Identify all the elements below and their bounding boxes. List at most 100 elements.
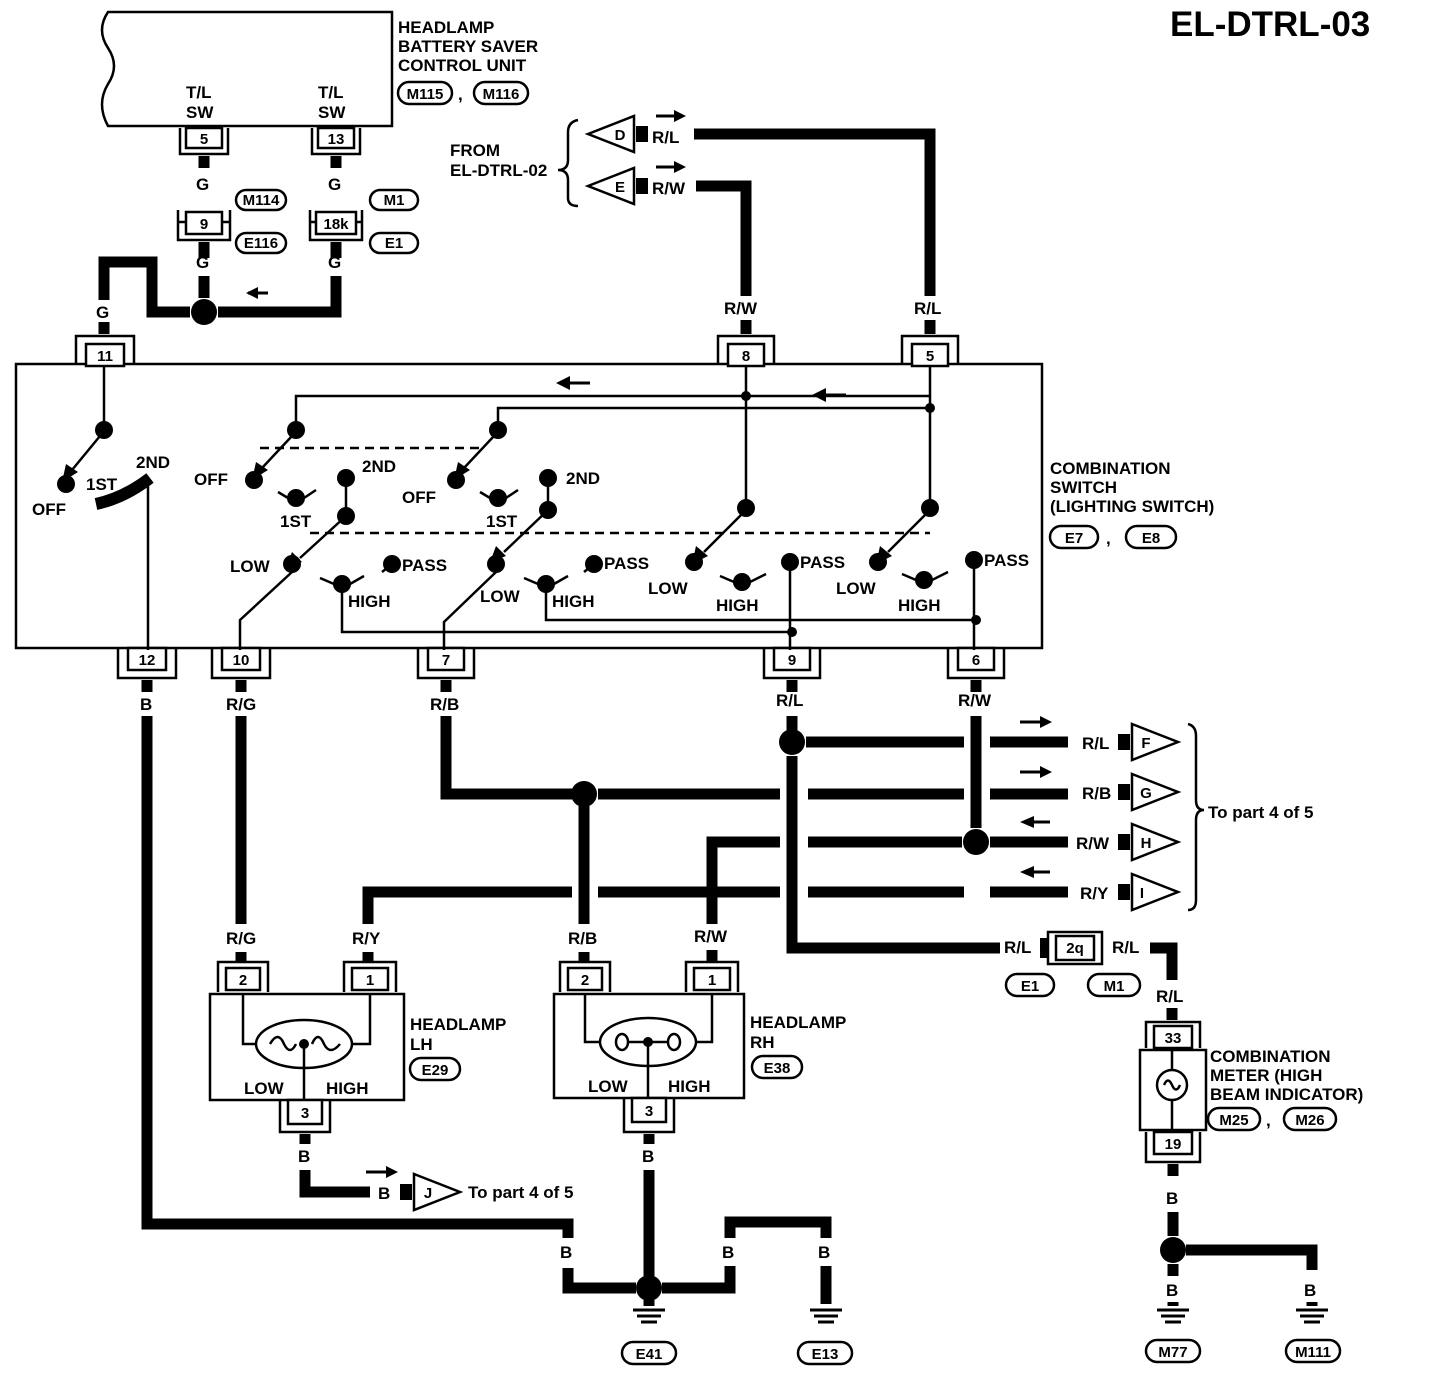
svg-text:LOW: LOW — [230, 557, 271, 576]
svg-text:PASS: PASS — [604, 554, 649, 573]
svg-text:11: 11 — [97, 348, 113, 365]
svg-text:E116: E116 — [244, 235, 278, 252]
svg-text:M114: M114 — [243, 192, 280, 209]
svg-text:R/L: R/L — [1082, 734, 1109, 753]
svg-text:LOW: LOW — [648, 579, 689, 598]
svg-text:3: 3 — [301, 1105, 309, 1122]
svg-text:M26: M26 — [1295, 1112, 1324, 1129]
svg-text:2: 2 — [239, 972, 247, 989]
svg-text:PASS: PASS — [800, 553, 845, 572]
headlamp-lh: 2 1 LOW HIGH 3 — [208, 960, 406, 1134]
svg-text:PASS: PASS — [402, 556, 447, 575]
control-unit-name-2: BATTERY SAVER — [398, 37, 538, 56]
svg-text:R/G: R/G — [226, 695, 256, 714]
svg-text:,: , — [1106, 529, 1111, 548]
svg-text:R/L: R/L — [1004, 938, 1031, 957]
combination-switch: 11 8 5 12 10 7 9 6 — [14, 334, 1044, 680]
headlamp-rh-name-1: HEADLAMP — [750, 1013, 846, 1032]
svg-text:B: B — [298, 1147, 310, 1166]
svg-text:E1: E1 — [1021, 978, 1039, 995]
svg-text:HIGH: HIGH — [898, 596, 941, 615]
ground-e13: E13 — [796, 1308, 854, 1366]
svg-text:LOW: LOW — [244, 1079, 285, 1098]
svg-text:I: I — [1140, 885, 1144, 902]
control-unit-name-3: CONTROL UNIT — [398, 56, 527, 75]
svg-text:R/W: R/W — [724, 299, 758, 318]
svg-text:D: D — [615, 127, 626, 144]
svg-text:HIGH: HIGH — [348, 592, 391, 611]
svg-text:E29: E29 — [422, 1062, 449, 1079]
svg-text:LOW: LOW — [480, 587, 521, 606]
headlamp-rh: 2 1 LOW HIGH 3 — [552, 960, 746, 1134]
from-reference: FROM EL-DTRL-02 D E R/L R/W — [450, 110, 686, 208]
svg-text:E1: E1 — [385, 235, 403, 252]
svg-text:B: B — [722, 1243, 734, 1262]
svg-text:1: 1 — [708, 972, 716, 989]
svg-text:M1: M1 — [1104, 978, 1125, 995]
svg-text:1ST: 1ST — [280, 512, 312, 531]
svg-text:M111: M111 — [1295, 1344, 1331, 1361]
svg-text:E: E — [615, 179, 625, 196]
svg-text:R/W: R/W — [1076, 834, 1110, 853]
svg-text:EL-DTRL-02: EL-DTRL-02 — [450, 161, 547, 180]
svg-text:R/B: R/B — [568, 929, 597, 948]
ground-m77: M77 — [1144, 1308, 1202, 1364]
svg-text:HIGH: HIGH — [668, 1077, 711, 1096]
headlamp-rh-name-2: RH — [750, 1033, 775, 1052]
svg-text:M25: M25 — [1219, 1112, 1248, 1129]
svg-text:2: 2 — [581, 972, 589, 989]
combination-meter: 33 19 — [1138, 1020, 1208, 1164]
page-id: EL-DTRL-03 — [1170, 5, 1370, 44]
svg-text:R/G: R/G — [226, 929, 256, 948]
svg-text:7: 7 — [442, 652, 450, 669]
control-unit-pins: 5 13 — [178, 126, 362, 156]
combination-meter-name-3: BEAM INDICATOR) — [1210, 1085, 1363, 1104]
svg-text:B: B — [1304, 1281, 1316, 1300]
svg-text:18k: 18k — [323, 216, 349, 233]
svg-text:3: 3 — [645, 1103, 653, 1120]
svg-text:LOW: LOW — [588, 1077, 629, 1096]
svg-text:HIGH: HIGH — [716, 596, 759, 615]
svg-text:H: H — [1141, 835, 1152, 852]
to-part-label: To part 4 of 5 — [1208, 803, 1313, 822]
svg-text:B: B — [818, 1243, 830, 1262]
svg-text:B: B — [378, 1184, 390, 1203]
svg-text:E7: E7 — [1065, 530, 1083, 547]
combination-meter-name-1: COMBINATION — [1210, 1047, 1331, 1066]
svg-text:G: G — [96, 303, 109, 322]
svg-text:9: 9 — [200, 216, 208, 233]
svg-text:M1: M1 — [384, 192, 405, 209]
svg-text:T/L: T/L — [318, 83, 344, 102]
svg-text:1ST: 1ST — [486, 512, 518, 531]
svg-text:6: 6 — [972, 652, 980, 669]
junction-connector-right: 18k M1 E1 — [308, 188, 420, 255]
svg-text:2q: 2q — [1066, 940, 1084, 957]
svg-text:PASS: PASS — [984, 551, 1029, 570]
svg-text:OFF: OFF — [32, 500, 66, 519]
svg-text:B: B — [1166, 1281, 1178, 1300]
svg-text:SW: SW — [318, 103, 346, 122]
svg-text:12: 12 — [139, 652, 156, 669]
svg-text:5: 5 — [200, 131, 208, 148]
svg-text:M77: M77 — [1158, 1344, 1187, 1361]
ground-e41: E41 — [620, 1308, 678, 1366]
svg-text:HIGH: HIGH — [326, 1079, 369, 1098]
control-unit-connector-2: M116 — [483, 86, 520, 103]
svg-text:R/W: R/W — [652, 179, 686, 198]
svg-text:5: 5 — [926, 348, 934, 365]
svg-text:R/Y: R/Y — [1080, 884, 1109, 903]
svg-text:G: G — [328, 175, 341, 194]
svg-text:10: 10 — [233, 652, 250, 669]
svg-text:LOW: LOW — [836, 579, 877, 598]
svg-text:8: 8 — [742, 348, 750, 365]
battery-saver-control-unit: HEADLAMP BATTERY SAVER CONTROL UNIT M115… — [100, 10, 538, 128]
inline-connector-2q: R/L 2q R/L E1 M1 — [1004, 930, 1142, 998]
svg-text:B: B — [140, 695, 152, 714]
svg-text:G: G — [1140, 785, 1152, 802]
headlamp-lh-name-1: HEADLAMP — [410, 1015, 506, 1034]
svg-text:19: 19 — [1165, 1136, 1182, 1153]
control-unit-connector-1: M115 — [407, 86, 444, 103]
combination-switch-name-3: (LIGHTING SWITCH) — [1050, 497, 1214, 516]
svg-text:B: B — [560, 1243, 572, 1262]
